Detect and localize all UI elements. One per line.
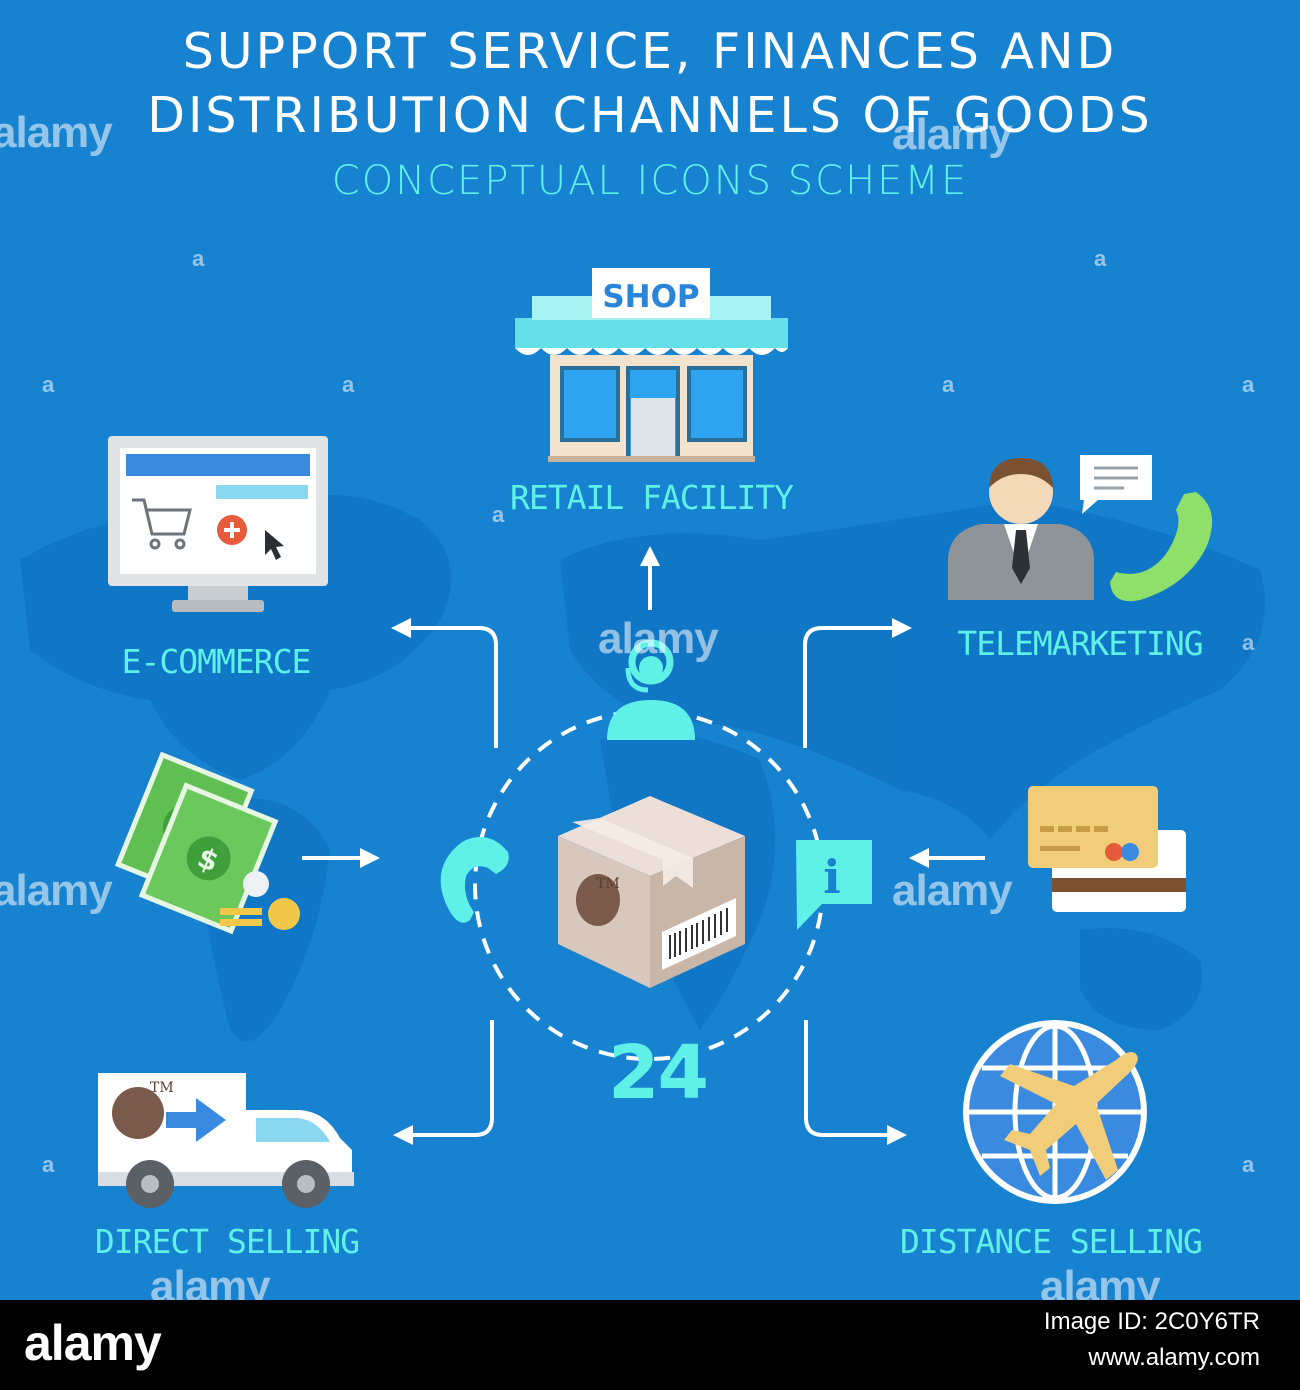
watermark-mark: a xyxy=(1242,372,1255,397)
watermark-brand: alamy xyxy=(1040,1262,1161,1300)
watermark-mark: a xyxy=(1242,630,1255,655)
watermark-brand: alamy xyxy=(892,110,1013,159)
phone-handset-icon xyxy=(440,836,509,923)
cardboard-box-icon: TM xyxy=(558,796,745,988)
credit-cards-icon xyxy=(1028,786,1186,912)
monitor-cart-icon xyxy=(108,436,328,612)
watermark-mark: a xyxy=(42,372,55,397)
globe-plane-icon xyxy=(963,1020,1147,1204)
diagram-graphics: i TM xyxy=(20,268,1265,1208)
label-distance-selling: DISTANCE SELLING xyxy=(900,1222,1203,1261)
footer-logo: alamy xyxy=(24,1315,162,1371)
watermark-brand: alamy xyxy=(0,108,113,157)
watermark-brand: alamy xyxy=(0,866,113,915)
connector-to-distance xyxy=(804,1020,907,1145)
footer-url: www.alamy.com xyxy=(1088,1344,1260,1371)
label-e-commerce: E-COMMERCE xyxy=(121,642,312,681)
delivery-van-icon: TM xyxy=(98,1073,354,1208)
watermark-brand: alamy xyxy=(150,1262,271,1300)
telemarketing-agent-icon xyxy=(948,455,1213,602)
connector-to-ecommerce xyxy=(391,618,498,748)
title-line-1: SUPPORT SERVICE, FINANCES AND xyxy=(182,23,1118,80)
watermark-mark: a xyxy=(492,502,505,527)
connector-lines xyxy=(302,546,985,1145)
hours-24-label: 24 xyxy=(608,1030,709,1116)
watermark-brand: alamy xyxy=(892,866,1013,915)
label-telemarketing: TELEMARKETING xyxy=(957,624,1203,663)
watermark-mark: a xyxy=(342,372,355,397)
stock-footer-bar: alamy Image ID: 2C0Y6TR www.alamy.com xyxy=(0,1300,1300,1390)
watermark-mark: a xyxy=(1094,246,1107,271)
headset-operator-icon xyxy=(607,639,695,740)
footer-image-id: Image ID: 2C0Y6TR xyxy=(1043,1308,1260,1335)
info-glyph: i xyxy=(823,850,840,904)
box-tm-mark: TM xyxy=(596,876,620,892)
watermark-brand: alamy xyxy=(598,614,719,663)
shop-sign-text: SHOP xyxy=(602,279,699,315)
barcode-label xyxy=(662,898,736,970)
connector-to-direct xyxy=(393,1020,494,1145)
shop-storefront-icon: SHOP xyxy=(515,268,788,462)
money-coins-icon: $ $ xyxy=(114,751,300,935)
connector-to-telemarketing xyxy=(803,618,912,748)
watermark-mark: a xyxy=(42,1152,55,1177)
van-tm-mark: TM xyxy=(150,1080,174,1096)
infographic-canvas: i TM xyxy=(0,0,1300,1300)
watermark-mark: a xyxy=(192,246,205,271)
label-direct-selling: DIRECT SELLING xyxy=(94,1222,360,1261)
title-line-2: DISTRIBUTION CHANNELS OF GOODS xyxy=(147,87,1153,144)
watermark-mark: a xyxy=(942,372,955,397)
watermark-mark: a xyxy=(1242,1152,1255,1177)
label-retail-facility: RETAIL FACILITY xyxy=(510,478,794,517)
subtitle: CONCEPTUAL ICONS SCHEME xyxy=(331,158,969,204)
info-bubble-icon: i xyxy=(796,840,872,930)
